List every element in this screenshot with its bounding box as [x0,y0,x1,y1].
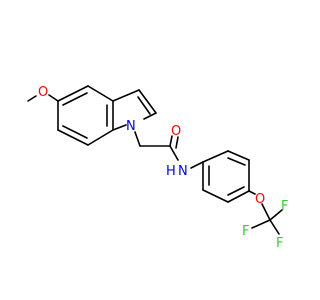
bond-nh-ph [190,161,204,169]
bond-cf3-fleft [251,219,271,229]
bond-c3-c2 [138,89,157,114]
bond-ph-c1-c2 [202,150,229,163]
fluorine-top-label: F [281,199,288,214]
bond-ph-c4-c5-inner [227,186,245,196]
bond-n1-ch2 [134,131,141,147]
bond-methyl-o [27,95,37,102]
bond-c7-c6-inner [62,125,88,139]
bond-cf3-fright [269,219,280,235]
bond-n1-c7a [112,124,127,131]
bond-ph-c5-c6 [202,189,229,203]
bond-ph-c2-c3 [227,150,250,161]
indole-nitrogen-label: N [126,119,136,134]
bond-c3a-c3 [112,89,140,102]
fluorine-right-label: F [276,236,283,251]
bond-o-c5 [48,94,59,102]
bond-c4-c3a [87,85,114,102]
bond-o-cf3 [261,203,271,221]
ether-oxygen-label: O [255,192,265,207]
bond-co-o [169,135,173,147]
bond-co-nh [169,145,179,161]
carbonyl-oxygen-label: O [171,124,181,139]
fluorine-left-label: F [242,224,249,239]
bond-c7a-c7 [87,129,114,146]
bond-c5-c4 [57,85,89,102]
bond-c2-n1 [143,112,157,120]
methoxy-oxygen-label: O [38,85,48,100]
molecule-drawing: O N O N H O F F F [27,85,288,251]
bond-c5-c4-inner [62,92,88,106]
bond-ph-c2-c3-inner [227,157,246,166]
bond-cf3-ftop [269,209,283,221]
bond-co-o-double [175,136,179,149]
bond-ph-o [248,190,256,195]
structure-canvas: O N O N H O F F F [27,85,288,251]
amide-nitrogen-label: N [178,164,188,179]
bond-c3-c2-inner [137,96,151,115]
bond-c7-c6 [57,129,89,146]
amide-hydrogen-label: H [166,164,176,179]
bond-ph-c4-c5 [227,190,250,203]
